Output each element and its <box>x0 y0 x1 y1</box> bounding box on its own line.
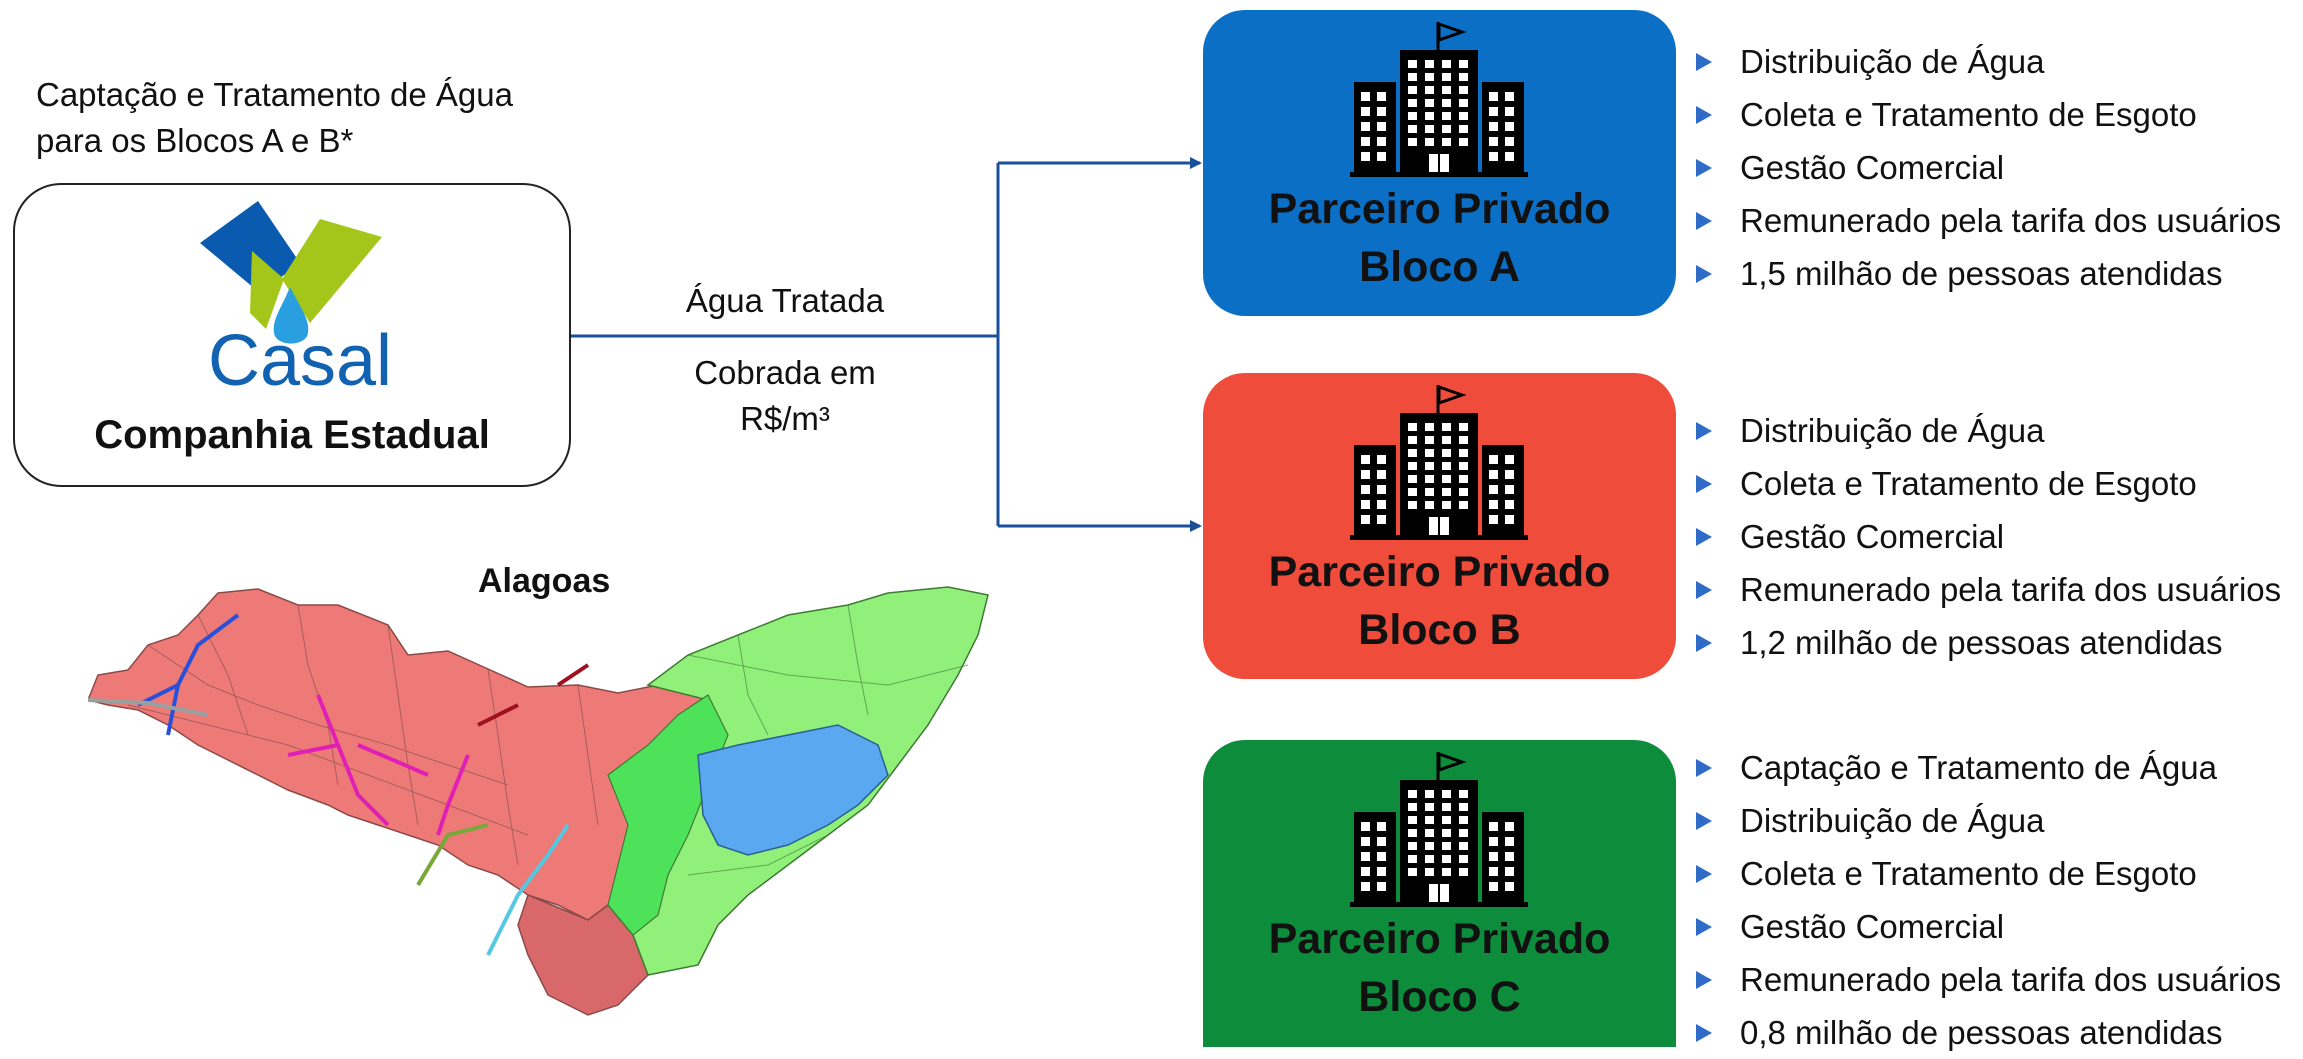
bullet-item: Remunerado pela tarifa dos usuários <box>1694 953 2281 1006</box>
flow-bottom-line-2: R$/m³ <box>740 400 830 437</box>
bullet-item: Distribuição de Água <box>1694 35 2281 88</box>
bullet-triangle-icon <box>1696 811 1712 830</box>
bullet-item: Gestão Comercial <box>1694 141 2281 194</box>
pipeline-magenta-2 <box>436 754 470 836</box>
bullet-item: Remunerado pela tarifa dos usuários <box>1694 194 2281 247</box>
logo-drop <box>273 287 309 344</box>
flow-bottom-line-1: Cobrada em <box>694 354 876 391</box>
bullet-item: 0,8 milhão de pessoas atendidas <box>1694 1006 2281 1059</box>
logo-text: Casal <box>208 321 392 391</box>
block-b-title-line-2: Bloco B <box>1358 606 1521 654</box>
flow-top-label: Água Tratada <box>685 282 885 319</box>
bullet-triangle-icon <box>1696 970 1712 989</box>
bullet-item: Coleta e Tratamento de Esgoto <box>1694 88 2281 141</box>
bullet-triangle-icon <box>1696 211 1712 230</box>
block-a-title-line-2: Bloco A <box>1359 243 1520 291</box>
pipeline-gray <box>88 698 209 717</box>
building-icon <box>1350 21 1528 177</box>
bullet-triangle-icon <box>1696 917 1712 936</box>
building-shape <box>1350 21 1528 177</box>
bullet-triangle-icon <box>1696 105 1712 124</box>
building-icon <box>1350 751 1528 907</box>
bullet-triangle-icon <box>1696 758 1712 777</box>
bullet-item: Gestão Comercial <box>1694 900 2281 953</box>
bullet-item: Captação e Tratamento de Água <box>1694 741 2281 794</box>
bullet-triangle-icon <box>1696 633 1712 652</box>
block-c: Parceiro Privado Bloco C <box>1203 740 1676 1047</box>
bullet-item: 1,2 milhão de pessoas atendidas <box>1694 616 2281 669</box>
pipeline-cyan <box>486 823 570 956</box>
casal-box: Casal Companhia Estadual <box>13 183 571 487</box>
bullet-triangle-icon <box>1696 474 1712 493</box>
block-a-bullets: Distribuição de Água Coleta e Tratamento… <box>1694 35 2281 300</box>
logo-green-shape <box>282 219 382 323</box>
caption-line-2: para os Blocos A e B* <box>36 122 354 159</box>
pipeline-green <box>416 823 489 887</box>
block-c-title-line-1: Parceiro Privado <box>1268 915 1611 963</box>
bullet-triangle-icon <box>1696 864 1712 883</box>
bullet-item: Remunerado pela tarifa dos usuários <box>1694 563 2281 616</box>
logo-left-green <box>250 251 284 329</box>
block-b-bullets: Distribuição de Água Coleta e Tratamento… <box>1694 404 2281 669</box>
bullet-item: Coleta e Tratamento de Esgoto <box>1694 457 2281 510</box>
bullet-triangle-icon <box>1696 580 1712 599</box>
bullet-triangle-icon <box>1696 158 1712 177</box>
caption: Captação e Tratamento de Água para os Bl… <box>36 72 513 164</box>
building-icon <box>1350 384 1528 540</box>
logo-blue-shape <box>200 201 300 293</box>
map-region-darkred <box>517 893 649 1016</box>
caption-line-1: Captação e Tratamento de Água <box>36 76 513 113</box>
flow-bottom-label: Cobrada em R$/m³ <box>640 350 930 442</box>
bullet-item: Distribuição de Água <box>1694 404 2281 457</box>
bullet-item: Distribuição de Água <box>1694 794 2281 847</box>
bullet-triangle-icon <box>1696 1023 1712 1042</box>
block-a-title-line-1: Parceiro Privado <box>1268 185 1611 233</box>
bullet-triangle-icon <box>1696 527 1712 546</box>
block-b-title-line-1: Parceiro Privado <box>1268 548 1611 596</box>
casal-title: Companhia Estadual <box>94 413 490 457</box>
block-c-bullets: Captação e Tratamento de Água Distribuiç… <box>1694 741 2281 1059</box>
block-a: Parceiro Privado Bloco A <box>1203 10 1676 316</box>
bullet-item: Gestão Comercial <box>1694 510 2281 563</box>
bullet-triangle-icon <box>1696 421 1712 440</box>
map-region-red <box>88 588 709 921</box>
map-region-blue <box>697 724 889 856</box>
alagoas-map <box>88 586 989 1016</box>
block-b: Parceiro Privado Bloco B <box>1203 373 1676 679</box>
bullet-triangle-icon <box>1696 264 1712 283</box>
bullet-item: 1,5 milhão de pessoas atendidas <box>1694 247 2281 300</box>
block-c-title-line-2: Bloco C <box>1358 973 1521 1021</box>
pipeline-darkred <box>477 663 590 727</box>
casal-logo: Casal <box>200 201 392 391</box>
bullet-triangle-icon <box>1696 52 1712 71</box>
building-shape <box>1350 384 1528 540</box>
bullet-item: Coleta e Tratamento de Esgoto <box>1694 847 2281 900</box>
building-shape <box>1350 751 1528 907</box>
pipeline-magenta <box>287 694 429 827</box>
map-title: Alagoas <box>478 562 611 600</box>
